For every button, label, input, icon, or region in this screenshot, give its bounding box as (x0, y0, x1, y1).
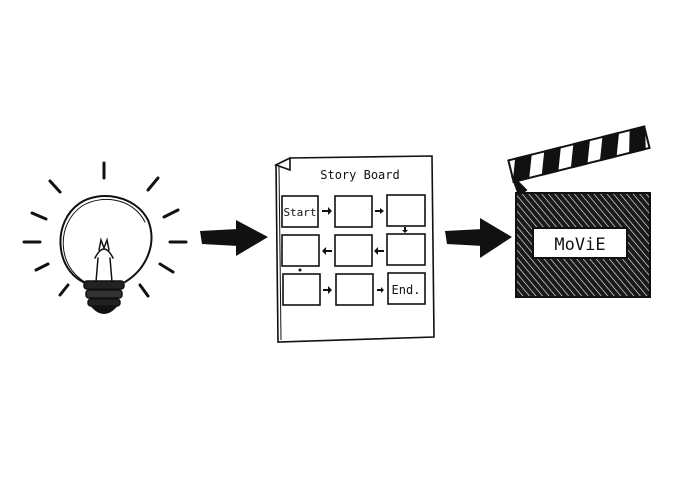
flow-arrows (298, 207, 408, 294)
frame (281, 234, 320, 267)
frame (282, 273, 321, 306)
frame-end (387, 272, 426, 305)
frame (386, 233, 426, 266)
frame (386, 194, 426, 227)
arrow-right-icon (445, 218, 512, 258)
frame (334, 234, 373, 267)
lightbulb-icon (22, 161, 188, 314)
storyboard-sheet (273, 155, 435, 343)
clapper-stick (507, 125, 651, 184)
end-label: End. (392, 283, 421, 297)
movie-label: MoViE (554, 235, 605, 255)
storyboard-title: Story Board (320, 168, 399, 182)
frame (334, 195, 373, 228)
storyboard-frames (281, 194, 426, 306)
arrow-right-icon (200, 220, 268, 256)
frame (335, 273, 374, 306)
start-label: Start (283, 206, 316, 219)
clapperboard-icon (507, 125, 651, 298)
light-rays (22, 161, 188, 298)
frame-start (281, 195, 319, 228)
